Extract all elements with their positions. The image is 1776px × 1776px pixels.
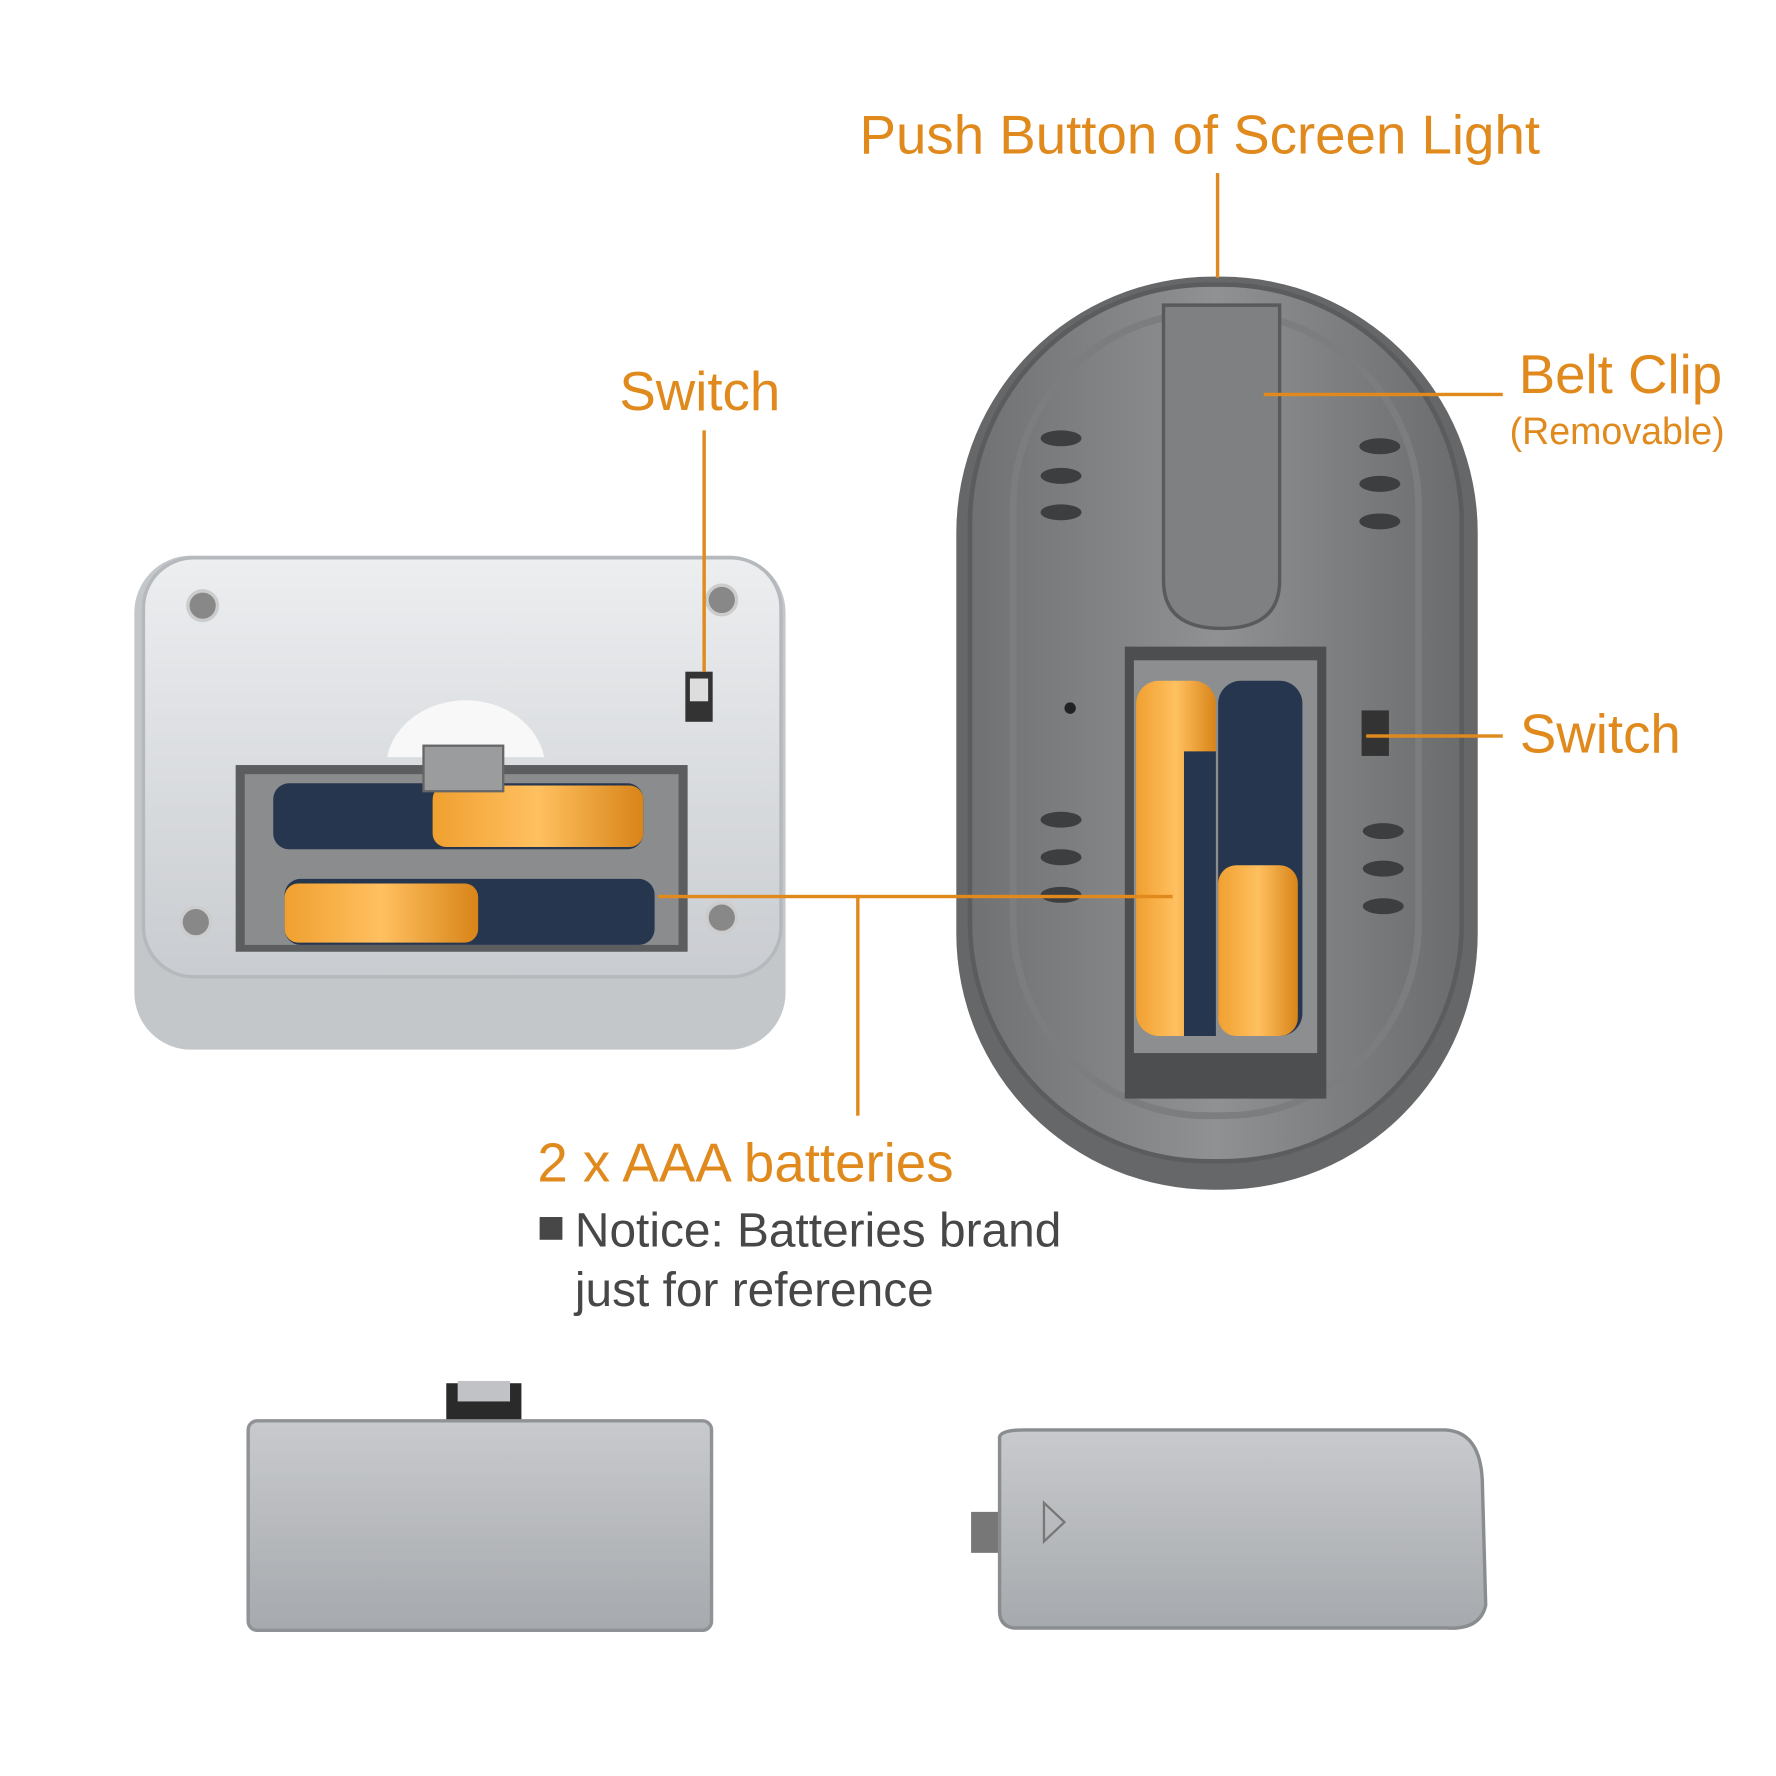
right-battery-cover bbox=[971, 1428, 1488, 1630]
left-device bbox=[134, 555, 786, 1050]
left-battery-cover bbox=[246, 1380, 714, 1632]
switch-right-label: Switch bbox=[1519, 704, 1681, 766]
batteries-leader-vertical bbox=[856, 894, 860, 1116]
batteries-label: 2 x AAA batteries bbox=[537, 1133, 954, 1195]
notice-line-1: Notice: Batteries brand bbox=[574, 1203, 1062, 1257]
notice-bullet bbox=[539, 1217, 563, 1240]
push-button-label: Push Button of Screen Light bbox=[859, 105, 1541, 167]
belt-clip-leader-line bbox=[1263, 392, 1503, 397]
push-button-leader-line bbox=[1215, 173, 1220, 278]
notice-line-2: just for reference bbox=[574, 1262, 934, 1317]
belt-clip-sublabel: (Removable) bbox=[1509, 409, 1725, 452]
batteries-leader-horizontal bbox=[658, 894, 1173, 899]
right-device bbox=[956, 276, 1478, 1190]
switch-left-label: Switch bbox=[619, 362, 781, 423]
switch-right-leader-line bbox=[1366, 734, 1503, 738]
switch-left-leader-line bbox=[702, 430, 706, 672]
belt-clip-label: Belt Clip bbox=[1518, 344, 1723, 406]
